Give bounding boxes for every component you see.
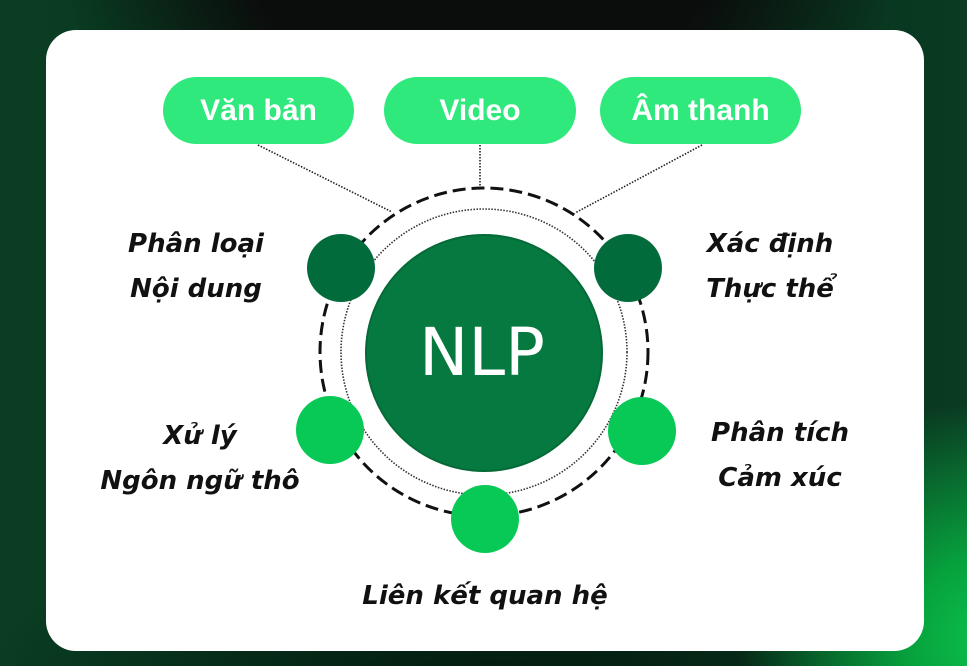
- task-label-line: Phân loại: [128, 229, 264, 259]
- connector-line-audio: [574, 144, 703, 214]
- task-label-line: Liên kết quan hệ: [362, 581, 608, 611]
- node-sentiment-analysis: [608, 397, 676, 465]
- task-label-line: Phân tích: [711, 418, 849, 448]
- task-label-sentiment-analysis: Phân tích Cảm xúc: [680, 411, 880, 501]
- input-pill-audio: Âm thanh: [600, 77, 801, 144]
- node-content-classification: [307, 234, 375, 302]
- task-label-entity-recognition: Xác định Thực thể: [670, 222, 870, 312]
- node-raw-language-processing: [296, 396, 364, 464]
- task-label-line: Cảm xúc: [718, 463, 842, 493]
- input-pill-video-label: Video: [439, 93, 521, 127]
- task-label-raw-language-processing: Xử lý Ngôn ngữ thô: [80, 414, 320, 504]
- input-pill-text-label: Văn bản: [200, 93, 317, 127]
- nlp-center-label: NLP: [419, 314, 545, 391]
- inner-dotted-ring: [340, 208, 628, 496]
- task-label-line: Ngôn ngữ thô: [100, 466, 300, 496]
- input-pill-audio-label: Âm thanh: [631, 93, 770, 127]
- task-label-line: Nội dung: [130, 274, 262, 304]
- connector-line-text: [257, 144, 393, 213]
- nlp-center-circle: [365, 234, 603, 472]
- task-label-relation-linking: Liên kết quan hệ: [335, 574, 635, 619]
- task-label-line: Thực thể: [706, 274, 834, 304]
- input-pill-text: Văn bản: [163, 77, 354, 144]
- node-relation-linking: [451, 485, 519, 553]
- task-label-content-classification: Phân loại Nội dung: [96, 222, 296, 312]
- task-label-line: Xử lý: [163, 421, 237, 451]
- node-entity-recognition: [594, 234, 662, 302]
- task-label-line: Xác định: [706, 229, 834, 259]
- input-pill-video: Video: [384, 77, 576, 144]
